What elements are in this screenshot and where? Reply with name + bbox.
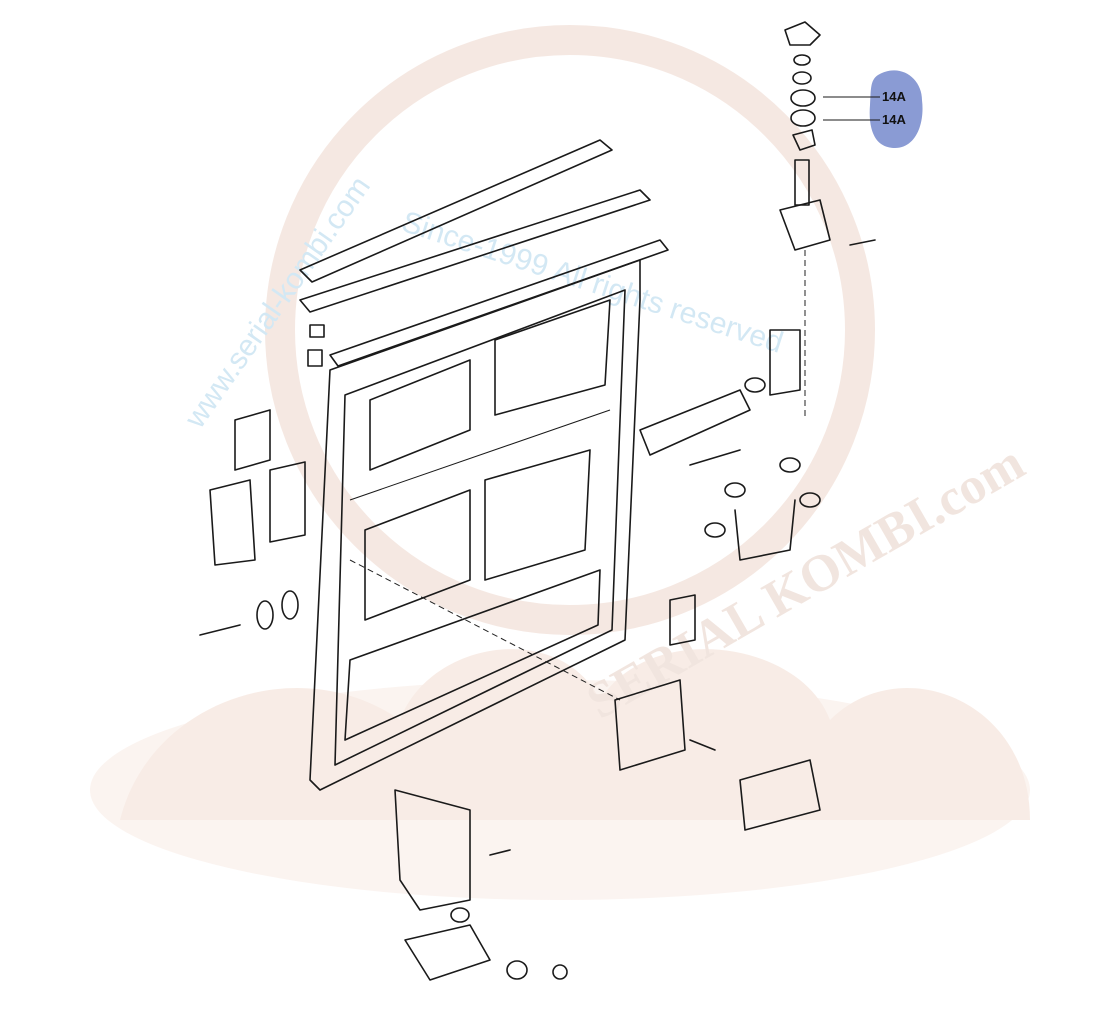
callout-label-14a-upper: 14A <box>882 89 906 104</box>
roof-seal-strips <box>299 139 669 367</box>
callout-label-14a-lower: 14A <box>882 112 906 127</box>
watermark-rights: Since-1999 All rights reserved <box>398 205 787 360</box>
lock-assembly-left <box>199 324 325 636</box>
callout-highlight <box>823 70 923 148</box>
upper-roller-assembly <box>639 21 876 561</box>
lower-components <box>349 559 821 981</box>
watermark: www.serial-kombi.com Since-1999 All righ… <box>90 25 1034 900</box>
sliding-door-frame <box>309 259 641 791</box>
